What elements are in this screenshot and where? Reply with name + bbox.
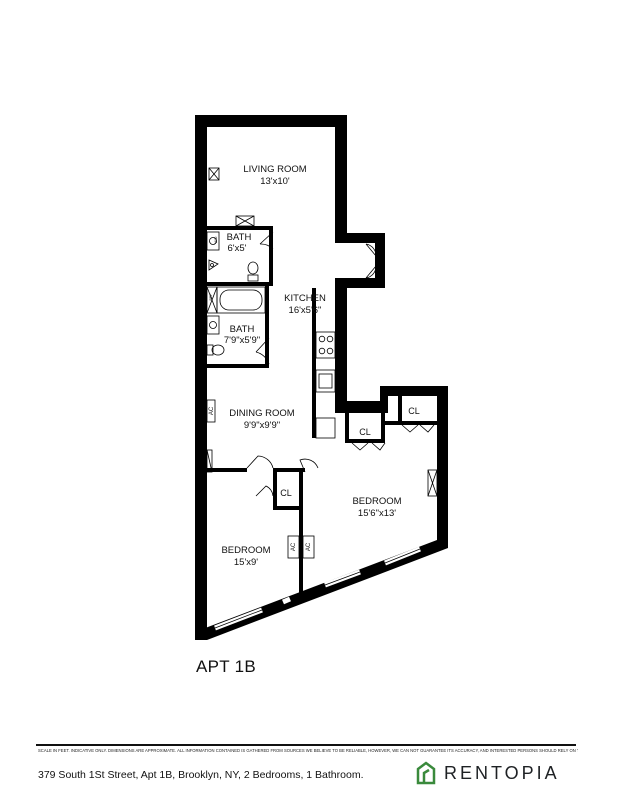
room-dims-living-room: 13'x10': [260, 176, 290, 187]
shower-icon: [208, 259, 219, 271]
door-swing: [351, 442, 386, 451]
footer-divider: [36, 744, 576, 746]
closet-label: CL: [408, 406, 420, 416]
room-label-living-room: LIVING ROOM: [243, 164, 306, 175]
step-wall-top: [335, 401, 383, 413]
vent-icon: [208, 167, 220, 181]
outer-wall-top: [195, 115, 347, 127]
walls: [195, 115, 448, 640]
outer-wall-right-bedroom: [437, 386, 448, 544]
door-swing: [299, 458, 319, 473]
room-dims-bath-lower: 7'9"x5'9": [224, 335, 260, 346]
doors: [246, 231, 435, 497]
sink-icon: [206, 231, 220, 251]
room-labels: LIVING ROOM 13'x10' BATH 6'x5' KITCHEN 1…: [209, 164, 420, 568]
toilet-icon: [206, 344, 225, 356]
room-dims-bedroom-small: 15'x9': [234, 557, 258, 568]
interior-walls: [195, 226, 437, 596]
ac-unit-icon: [302, 535, 315, 559]
dishwasher-icon: [315, 417, 336, 439]
brand-logo[interactable]: RENTOPIA: [416, 760, 560, 786]
kitchen-sink-icon: [315, 369, 336, 393]
room-label-bedroom-small: BEDROOM: [221, 545, 270, 556]
bump-wall-right: [375, 233, 385, 288]
room-label-dining-room: DINING ROOM: [229, 408, 295, 419]
fixtures: [206, 167, 438, 559]
room-label-kitchen: KITCHEN: [284, 293, 326, 304]
outer-wall-left: [195, 115, 207, 640]
bump-wall-top: [335, 233, 385, 243]
room-label-bath-lower: BATH: [230, 324, 255, 335]
room-label-bedroom-large: BEDROOM: [352, 496, 401, 507]
room-dims-kitchen: 16'x5'6": [289, 305, 322, 316]
windows: [214, 546, 421, 631]
door-swing: [255, 485, 274, 497]
vent-icon: [427, 469, 438, 497]
door-swing: [401, 424, 435, 433]
door-swing: [246, 455, 274, 469]
room-label-bath-upper: BATH: [227, 232, 252, 243]
shower-stall-icon: [206, 286, 218, 314]
closet-label: CL: [280, 488, 292, 498]
closet-label: CL: [359, 427, 371, 437]
vent-icon: [235, 215, 255, 227]
ac-label: AC: [209, 406, 215, 415]
bump-wall-bottom: [335, 278, 385, 288]
ac-unit-icon: [206, 399, 216, 423]
outer-wall-diagonal: [195, 540, 448, 640]
listing-address: 379 South 1St Street, Apt 1B, Brooklyn, …: [38, 769, 364, 781]
house-logo-icon: [416, 761, 436, 785]
door-swing: [365, 243, 377, 279]
bathtub-icon: [216, 286, 266, 314]
room-dims-bath-upper: 6'x5': [228, 243, 247, 254]
ac-label: AC: [291, 542, 297, 551]
toilet-icon: [247, 261, 259, 282]
outer-wall-right-kitchen: [335, 278, 347, 413]
ac-unit-icon: [287, 535, 300, 559]
stove-icon: [315, 331, 336, 359]
outer-wall-top-right: [380, 386, 448, 396]
ac-label: AC: [306, 542, 312, 551]
radiator-icon: [206, 449, 213, 473]
fixture-label: REF: [209, 294, 213, 301]
fixture-label: W/D: [214, 236, 218, 243]
door-swing: [255, 337, 270, 365]
room-dims-bedroom-large: 15'6"x13': [358, 508, 396, 519]
door-swing: [259, 231, 274, 250]
sink-icon: [206, 315, 220, 335]
room-dims-dining-room: 9'9"x9'9": [244, 420, 280, 431]
outer-wall-right-upper: [335, 115, 347, 243]
brand-name: RENTOPIA: [444, 762, 560, 783]
unit-label: APT 1B: [196, 657, 257, 676]
disclaimer-text: SCALE IN FEET. INDICATIVE ONLY. DIMENSIO…: [38, 748, 578, 753]
